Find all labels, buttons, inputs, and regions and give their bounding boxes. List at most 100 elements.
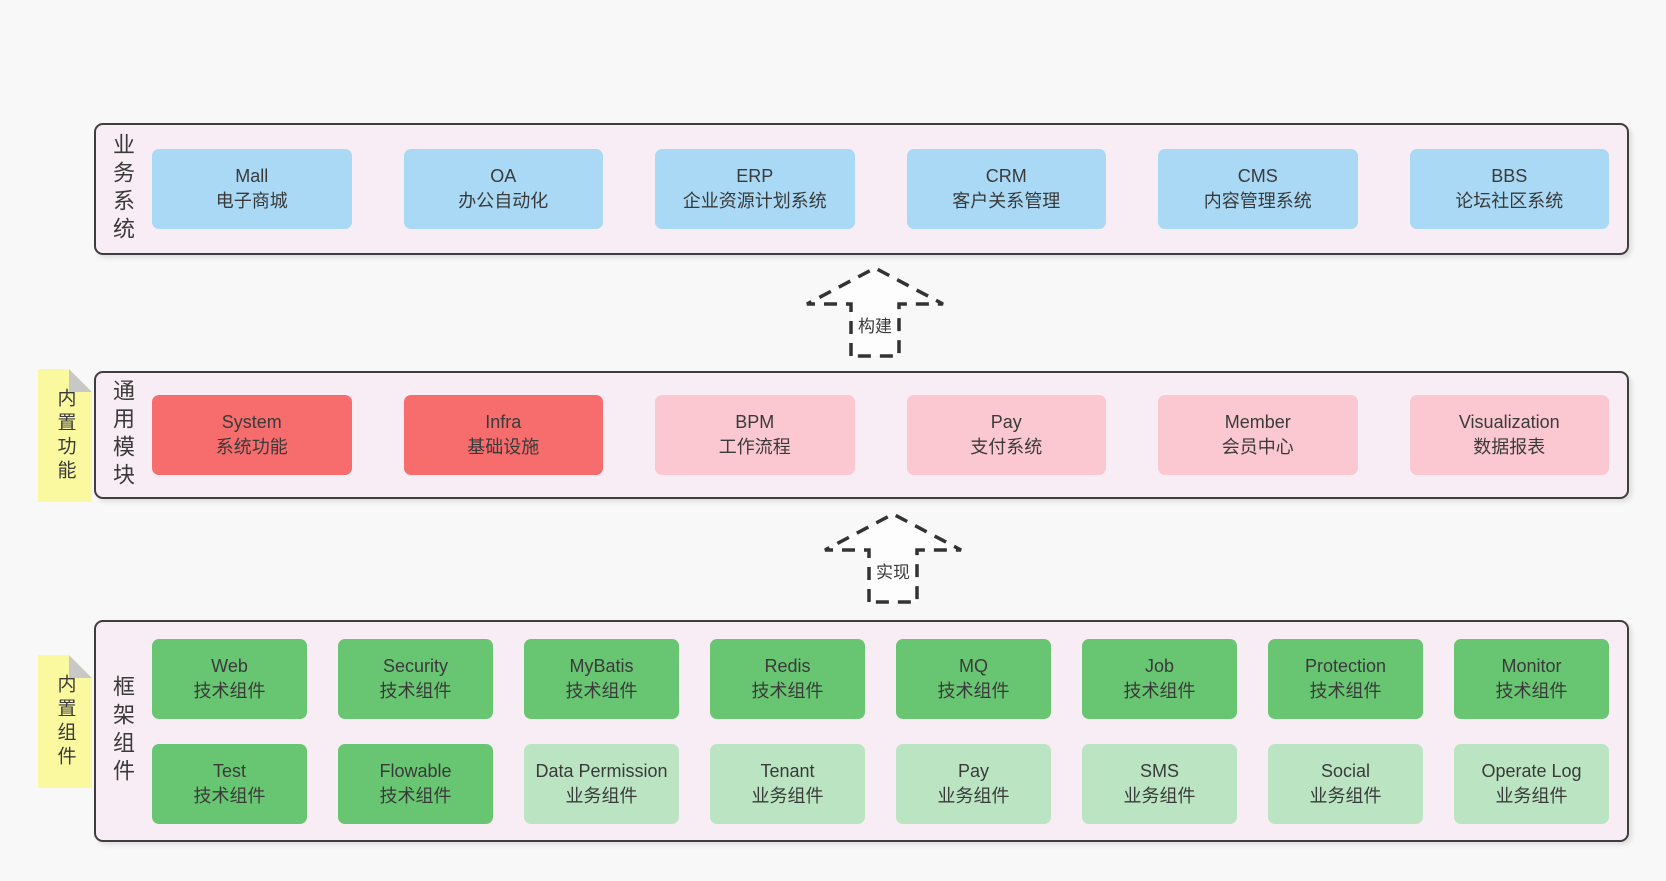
box-title: BBS	[1491, 166, 1528, 186]
box-title: OA	[490, 166, 517, 186]
box-crm: CRM 客户关系管理	[906, 149, 1106, 229]
box-mq: MQ 技术组件	[896, 638, 1051, 719]
box-title: Redis	[764, 655, 811, 676]
section-label: 通用模块	[110, 379, 135, 491]
box-title: Infra	[485, 412, 522, 432]
box-data-permission: Data Permission 业务组件	[524, 743, 679, 824]
box-operate-log: Operate Log 业务组件	[1454, 743, 1609, 824]
box-title: Social	[1320, 760, 1371, 781]
section-label: 业务系统	[110, 133, 135, 245]
box-subtitle: 业务组件	[1309, 785, 1382, 806]
box-bpm: BPM 工作流程	[655, 395, 855, 475]
box-subtitle: 业务组件	[751, 785, 824, 806]
dashed-up-arrow-icon	[806, 266, 944, 358]
box-redis: Redis 技术组件	[710, 638, 865, 719]
box-title: MyBatis	[569, 655, 634, 676]
box-title: Web	[211, 655, 248, 676]
box-subtitle: 电子商城	[215, 191, 288, 211]
box-member: Member 会员中心	[1158, 395, 1358, 475]
box-erp: ERP 企业资源计划系统	[655, 149, 855, 229]
box-title: Test	[212, 760, 246, 781]
section-common-modules: 通用模块 System 系统功能 Infra 基础设施 BPM 工作流程 Pay…	[94, 371, 1629, 499]
box-title: Pay	[957, 760, 990, 781]
box-subtitle: 业务组件	[937, 785, 1010, 806]
box-web: Web 技术组件	[152, 638, 307, 719]
box-subtitle: 数据报表	[1473, 437, 1546, 457]
box-title: Job	[1144, 655, 1175, 676]
box-pay-component: Pay 业务组件	[896, 743, 1051, 824]
box-title: Data Permission	[535, 760, 668, 781]
box-subtitle: 技术组件	[751, 680, 824, 701]
box-title: Member	[1224, 412, 1291, 432]
box-title: Security	[382, 655, 449, 676]
box-title: SMS	[1139, 760, 1179, 781]
box-title: Pay	[990, 412, 1022, 432]
section-business-systems: 业务系统 Mall 电子商城 OA 办公自动化 ERP 企业资源计划系统 CRM…	[94, 123, 1629, 255]
box-visualization: Visualization 数据报表	[1409, 395, 1609, 475]
arrow-label: 构建	[858, 317, 892, 336]
box-subtitle: 技术组件	[379, 785, 452, 806]
box-tenant: Tenant 业务组件	[710, 743, 865, 824]
box-bbs: BBS 论坛社区系统	[1409, 149, 1609, 229]
box-job: Job 技术组件	[1082, 638, 1237, 719]
folded-corner-icon	[69, 369, 92, 392]
box-title: ERP	[736, 166, 774, 186]
box-subtitle: 系统功能	[215, 437, 288, 457]
box-mall: Mall 电子商城	[152, 149, 352, 229]
box-title: Visualization	[1458, 412, 1560, 432]
box-subtitle: 论坛社区系统	[1455, 191, 1564, 211]
box-system: System 系统功能	[152, 395, 352, 475]
box-subtitle: 客户关系管理	[952, 191, 1061, 211]
box-subtitle: 技术组件	[937, 680, 1010, 701]
business-box-row: Mall 电子商城 OA 办公自动化 ERP 企业资源计划系统 CRM 客户关系…	[148, 125, 1627, 253]
box-subtitle: 业务组件	[565, 785, 638, 806]
box-title: Operate Log	[1481, 760, 1582, 781]
box-subtitle: 办公自动化	[458, 191, 549, 211]
box-subtitle: 企业资源计划系统	[682, 191, 827, 211]
box-subtitle: 技术组件	[379, 680, 452, 701]
box-protection: Protection 技术组件	[1268, 638, 1423, 719]
box-subtitle: 业务组件	[1495, 785, 1568, 806]
box-subtitle: 技术组件	[1309, 680, 1382, 701]
box-cms: CMS 内容管理系统	[1158, 149, 1358, 229]
sticky-note-builtin-features: 内置功能	[38, 369, 92, 502]
box-title: Monitor	[1501, 655, 1562, 676]
box-infra: Infra 基础设施	[403, 395, 603, 475]
box-title: Tenant	[760, 760, 815, 781]
box-flowable: Flowable 技术组件	[338, 743, 493, 824]
box-subtitle: 技术组件	[193, 680, 266, 701]
box-monitor: Monitor 技术组件	[1454, 638, 1609, 719]
box-subtitle: 业务组件	[1123, 785, 1196, 806]
box-title: BPM	[735, 412, 775, 432]
framework-box-grid: Web 技术组件 Security 技术组件 MyBatis 技术组件 Redi…	[148, 622, 1627, 840]
section-label: 框架组件	[110, 675, 135, 787]
folded-corner-icon	[69, 655, 92, 678]
sticky-note-text: 内置组件	[54, 673, 76, 770]
box-title: Protection	[1304, 655, 1387, 676]
box-subtitle: 支付系统	[970, 437, 1043, 457]
box-subtitle: 工作流程	[718, 437, 791, 457]
box-mybatis: MyBatis 技术组件	[524, 638, 679, 719]
box-subtitle: 会员中心	[1221, 437, 1294, 457]
box-subtitle: 内容管理系统	[1203, 191, 1312, 211]
box-subtitle: 技术组件	[1123, 680, 1196, 701]
box-title: Flowable	[379, 760, 452, 781]
sticky-note-builtin-components: 内置组件	[38, 655, 92, 788]
dashed-up-arrow-icon	[824, 512, 962, 604]
box-pay: Pay 支付系统	[906, 395, 1106, 475]
box-sms: SMS 业务组件	[1082, 743, 1237, 824]
modules-box-row: System 系统功能 Infra 基础设施 BPM 工作流程 Pay 支付系统…	[148, 373, 1627, 497]
box-test: Test 技术组件	[152, 743, 307, 824]
box-title: System	[221, 412, 282, 432]
arrow-label: 实现	[876, 563, 910, 582]
box-subtitle: 技术组件	[193, 785, 266, 806]
box-title: MQ	[959, 655, 988, 676]
section-framework-components: 框架组件 Web 技术组件 Security 技术组件 MyBatis 技术组件…	[94, 620, 1629, 842]
box-security: Security 技术组件	[338, 638, 493, 719]
box-subtitle: 基础设施	[467, 437, 540, 457]
box-title: CRM	[985, 166, 1027, 186]
box-oa: OA 办公自动化	[403, 149, 603, 229]
box-subtitle: 技术组件	[565, 680, 638, 701]
build-arrow: 构建	[805, 266, 945, 358]
